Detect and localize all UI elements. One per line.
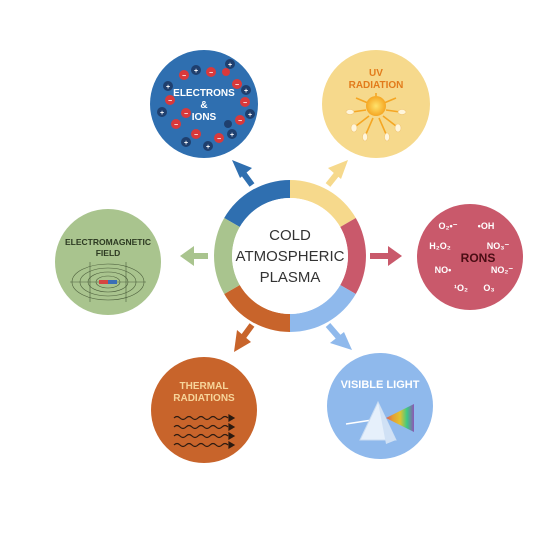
arrow-uv xyxy=(325,160,348,187)
em-label-line2: FIELD xyxy=(96,248,121,258)
thermal-label-line1: THERMAL xyxy=(180,381,229,392)
uv-label-line1: UV xyxy=(369,68,383,79)
svg-text:+: + xyxy=(184,140,188,147)
svg-text:−: − xyxy=(243,100,247,107)
svg-text:+: + xyxy=(230,132,234,139)
svg-text:−: − xyxy=(182,73,186,80)
svg-text:+: + xyxy=(160,110,164,117)
node-electrons-ions: −−− −−− −−− − +++ +++ +++ ELECTRONS & IO… xyxy=(150,50,258,158)
ring-segment-lightblue xyxy=(290,285,356,332)
arrow-rons xyxy=(370,246,402,266)
electrons-label-line1: ELECTRONS xyxy=(173,88,235,99)
uv-label-line2: RADIATION xyxy=(349,80,404,91)
arrow-electrons xyxy=(232,160,255,187)
arrow-visible xyxy=(325,323,352,350)
svg-text:+: + xyxy=(244,88,248,95)
arrow-em xyxy=(180,246,208,266)
ring-segment-yellow xyxy=(290,180,356,227)
magnet-bar xyxy=(99,280,108,284)
svg-text:−: − xyxy=(217,136,221,143)
prism-icon xyxy=(345,400,414,444)
svg-text:+: + xyxy=(194,68,198,75)
visible-light-label: VISIBLE LIGHT xyxy=(341,379,420,391)
node-visible-light: VISIBLE LIGHT xyxy=(327,353,433,459)
svg-text:+: + xyxy=(166,84,170,91)
ring-segment-green xyxy=(214,218,240,294)
center-title-line3: PLASMA xyxy=(260,269,321,286)
species-oh: •OH xyxy=(478,221,495,231)
node-uv-radiation: UV RADIATION xyxy=(322,50,430,158)
species-singlet-o2: ¹O₂ xyxy=(454,283,468,293)
species-no2: NO₂⁻ xyxy=(491,265,513,275)
svg-text:−: − xyxy=(194,132,198,139)
ring-segment-orange xyxy=(224,285,290,332)
magnet-bar-south xyxy=(108,280,117,284)
center-ring: COLD ATMOSPHERIC PLASMA xyxy=(214,180,366,332)
species-o2-radical: O₂•⁻ xyxy=(439,221,458,231)
charge-particles: −−− −−− −−− − +++ +++ +++ xyxy=(157,59,255,151)
svg-text:+: + xyxy=(206,144,210,151)
em-label-line1: ELECTROMAGNETIC xyxy=(65,237,151,247)
svg-text:−: − xyxy=(209,70,213,77)
node-rons: O₂•⁻ •OH H₂O₂ NO₃⁻ NO• NO₂⁻ ¹O₂ O₃ RONS xyxy=(417,204,523,310)
rons-label: RONS xyxy=(461,251,496,265)
svg-text:+: + xyxy=(228,62,232,69)
center-title-line1: COLD xyxy=(269,227,311,244)
arrow-thermal xyxy=(234,323,255,352)
sun-icon xyxy=(345,93,407,142)
ring-segment-red xyxy=(340,218,366,294)
svg-text:−: − xyxy=(174,122,178,129)
ring-segment-blue xyxy=(224,180,290,227)
svg-text:−: − xyxy=(168,98,172,105)
species-h2o2: H₂O₂ xyxy=(429,241,451,251)
species-no-radical: NO• xyxy=(435,265,452,275)
thermal-label-line2: RADIATIONS xyxy=(173,393,235,404)
svg-text:+: + xyxy=(248,112,252,119)
species-o3: O₃ xyxy=(483,283,494,293)
node-thermal-radiations: THERMAL RADIATIONS xyxy=(151,357,257,463)
electrons-label-line3: IONS xyxy=(192,112,217,123)
heat-waves-icon xyxy=(173,413,236,450)
center-title-line2: ATMOSPHERIC xyxy=(236,248,345,265)
node-electromagnetic-field: ELECTROMAGNETIC FIELD xyxy=(55,209,161,315)
svg-text:−: − xyxy=(238,118,242,125)
svg-text:−: − xyxy=(184,111,188,118)
electrons-label-line2: & xyxy=(200,100,207,111)
species-no3: NO₃⁻ xyxy=(487,241,510,251)
arrows xyxy=(180,160,402,352)
svg-text:−: − xyxy=(235,82,239,89)
